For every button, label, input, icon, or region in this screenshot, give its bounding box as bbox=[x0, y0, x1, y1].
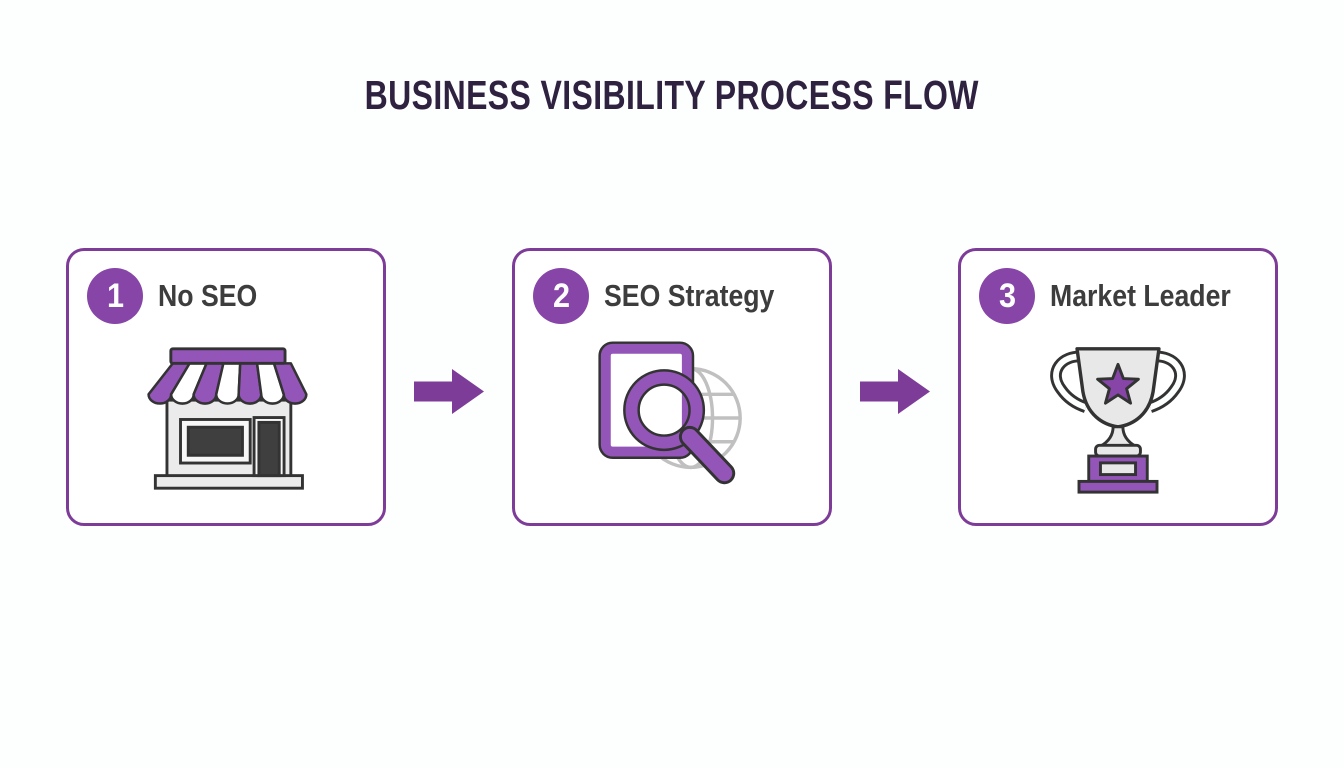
step-3-header: 3 Market Leader bbox=[961, 251, 1275, 324]
step-2-number: 2 bbox=[552, 276, 570, 315]
step-2-icon-area bbox=[515, 324, 829, 523]
step-1-icon-area bbox=[69, 324, 383, 523]
page-title: BUSINESS VISIBILITY PROCESS FLOW bbox=[364, 72, 980, 118]
right-arrow-icon bbox=[414, 369, 484, 414]
step-3-label: Market Leader bbox=[1050, 278, 1231, 313]
step-3-number: 3 bbox=[998, 276, 1016, 315]
step-card-no-seo: 1 No SEO bbox=[66, 248, 386, 526]
connector-2 bbox=[832, 248, 958, 526]
step-2-header: 2 SEO Strategy bbox=[515, 251, 829, 324]
step-1-label: No SEO bbox=[158, 278, 258, 313]
step-1-number-badge: 1 bbox=[87, 268, 143, 324]
step-1-header: 1 No SEO bbox=[69, 251, 383, 324]
storefront-icon bbox=[147, 346, 308, 490]
step-card-market-leader: 3 Market Leader bbox=[958, 248, 1278, 526]
step-2-number-badge: 2 bbox=[533, 268, 589, 324]
right-arrow-icon bbox=[860, 369, 930, 414]
search-globe-icon bbox=[598, 340, 742, 484]
step-card-seo-strategy: 2 SEO Strategy bbox=[512, 248, 832, 526]
connector-1 bbox=[386, 248, 512, 526]
step-1-number: 1 bbox=[106, 276, 124, 315]
step-2-label: SEO Strategy bbox=[604, 278, 775, 313]
trophy-icon bbox=[1050, 346, 1186, 494]
step-3-number-badge: 3 bbox=[979, 268, 1035, 324]
step-3-icon-area bbox=[961, 324, 1275, 523]
process-flow: 1 No SEO bbox=[0, 248, 1344, 526]
